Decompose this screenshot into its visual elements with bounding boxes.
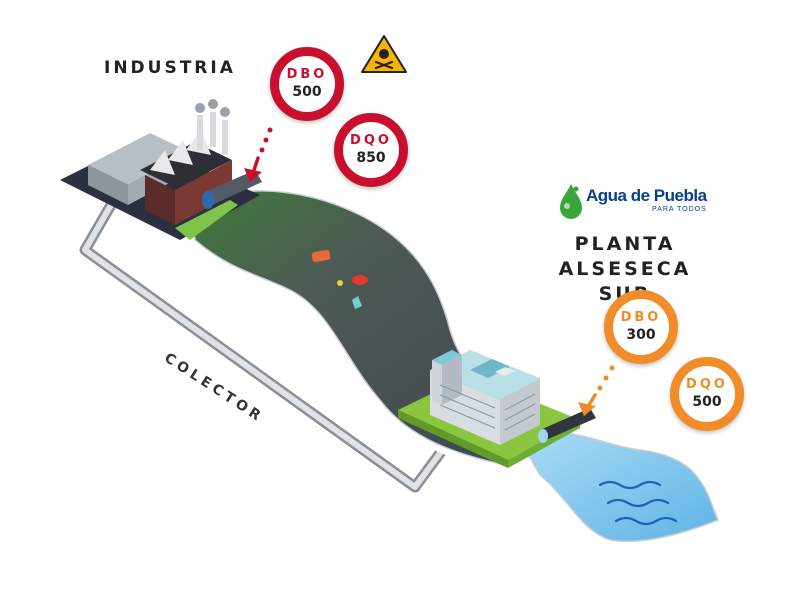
badge-value: 300 (626, 327, 656, 343)
toxic-warning-icon (361, 35, 407, 73)
agua-de-puebla-logo: Agua de Puebla PARA TODOS (556, 182, 726, 222)
badge-key: DBO (286, 67, 328, 82)
treatment-plant-building (398, 350, 596, 468)
industria-dbo-badge: DBO 500 (270, 47, 344, 121)
badge-key: DBO (620, 310, 662, 325)
planta-pointer-arrow (578, 365, 615, 416)
badge-value: 500 (692, 394, 722, 410)
industria-dqo-badge: DQO 850 (334, 113, 408, 187)
industry-building (60, 99, 262, 240)
badge-value: 500 (292, 84, 322, 100)
water-waves-icon (598, 480, 678, 526)
badge-key: DQO (350, 133, 392, 148)
planta-label-line1: PLANTA (574, 233, 676, 255)
industria-label: INDUSTRIA (104, 58, 236, 78)
badge-key: DQO (686, 377, 728, 392)
planta-label: PLANTA ALSESECA SUR (540, 232, 710, 307)
planta-dbo-badge: DBO 300 (604, 290, 678, 364)
logo-name: Agua de Puebla (586, 186, 707, 205)
colector-pipe (79, 195, 457, 493)
industria-pointer-arrow (244, 127, 273, 182)
floating-debris (311, 249, 368, 309)
planta-dqo-badge: DQO 500 (670, 357, 744, 431)
logo-tagline: PARA TODOS (652, 206, 707, 213)
clean-river (510, 425, 728, 549)
badge-value: 850 (356, 150, 386, 166)
water-drop-icon (560, 184, 582, 219)
